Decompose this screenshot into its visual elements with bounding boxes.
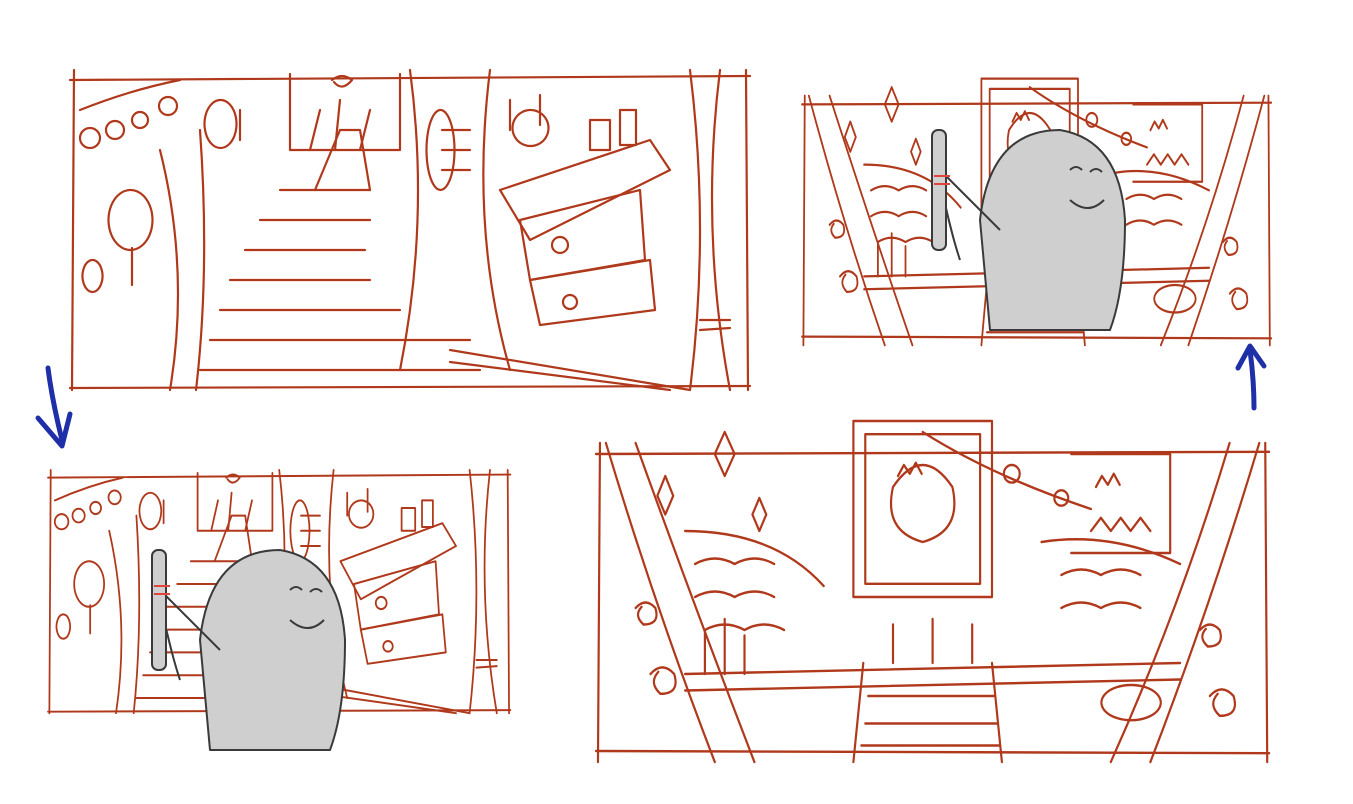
character-figure xyxy=(151,549,346,751)
panel-3-portrait-hall xyxy=(594,419,1271,764)
panel-1-staircase xyxy=(68,68,752,392)
arrow-up-icon xyxy=(1235,343,1267,411)
character-figure xyxy=(931,129,1126,331)
arrow-down-icon xyxy=(35,365,73,449)
